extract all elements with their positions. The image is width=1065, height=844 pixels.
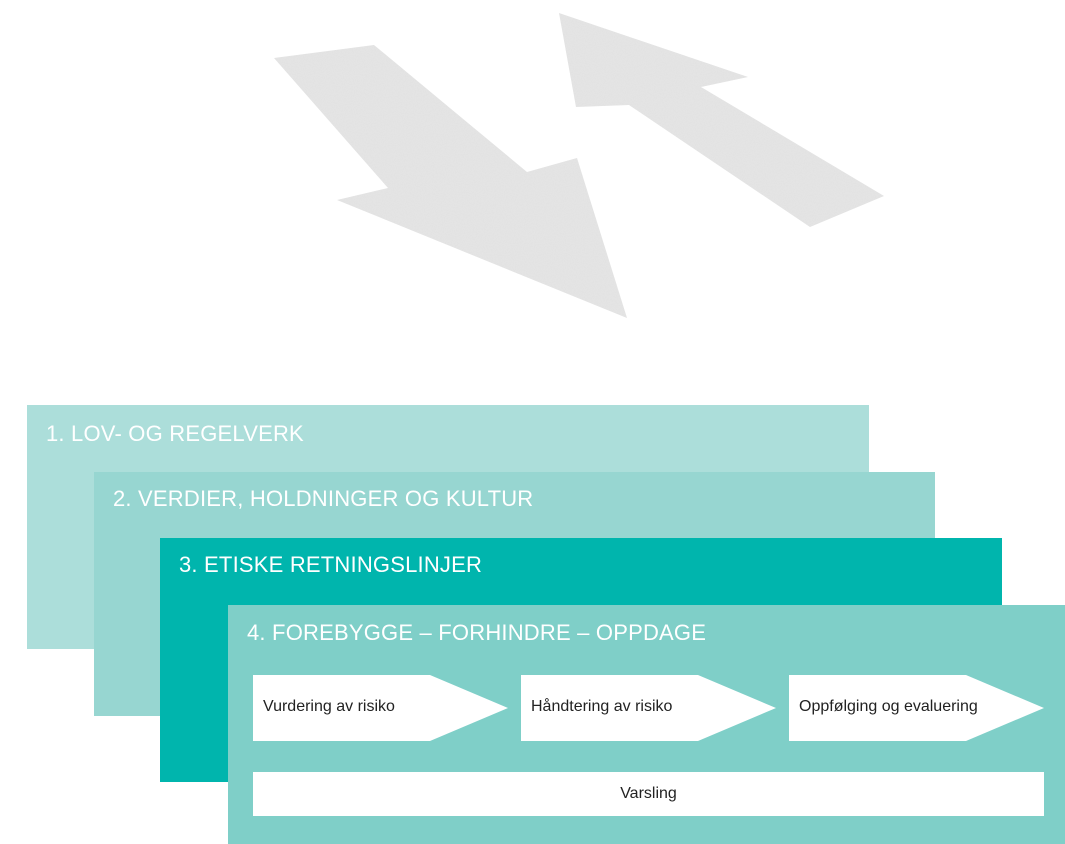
two-opposing-arrows-icon: [274, 13, 884, 318]
process-step-oppfolging: Oppfølging og evaluering: [789, 675, 1044, 741]
layer-title: 4. FOREBYGGE – FORHINDRE – OPPDAGE: [247, 620, 707, 645]
layer-title: 2. VERDIER, HOLDNINGER OG KULTUR: [113, 486, 534, 511]
layer-forebygge-forhindre-oppdage: 4. FOREBYGGE – FORHINDRE – OPPDAGE Vurde…: [228, 605, 1065, 844]
varsling-box: Varsling: [253, 772, 1044, 816]
process-step-label: Vurdering av risiko: [263, 698, 395, 715]
arrow-down-right-icon: [274, 45, 627, 318]
varsling-label: Varsling: [620, 785, 677, 802]
process-step-vurdering: Vurdering av risiko: [253, 675, 508, 741]
process-step-handtering: Håndtering av risiko: [521, 675, 776, 741]
process-step-label: Oppfølging og evaluering: [799, 698, 978, 715]
process-step-label: Håndtering av risiko: [531, 698, 673, 715]
arrow-up-left-icon: [559, 13, 884, 227]
layer-title: 3. ETISKE RETNINGSLINJER: [179, 552, 483, 577]
layer-title: 1. LOV- OG REGELVERK: [46, 421, 304, 446]
